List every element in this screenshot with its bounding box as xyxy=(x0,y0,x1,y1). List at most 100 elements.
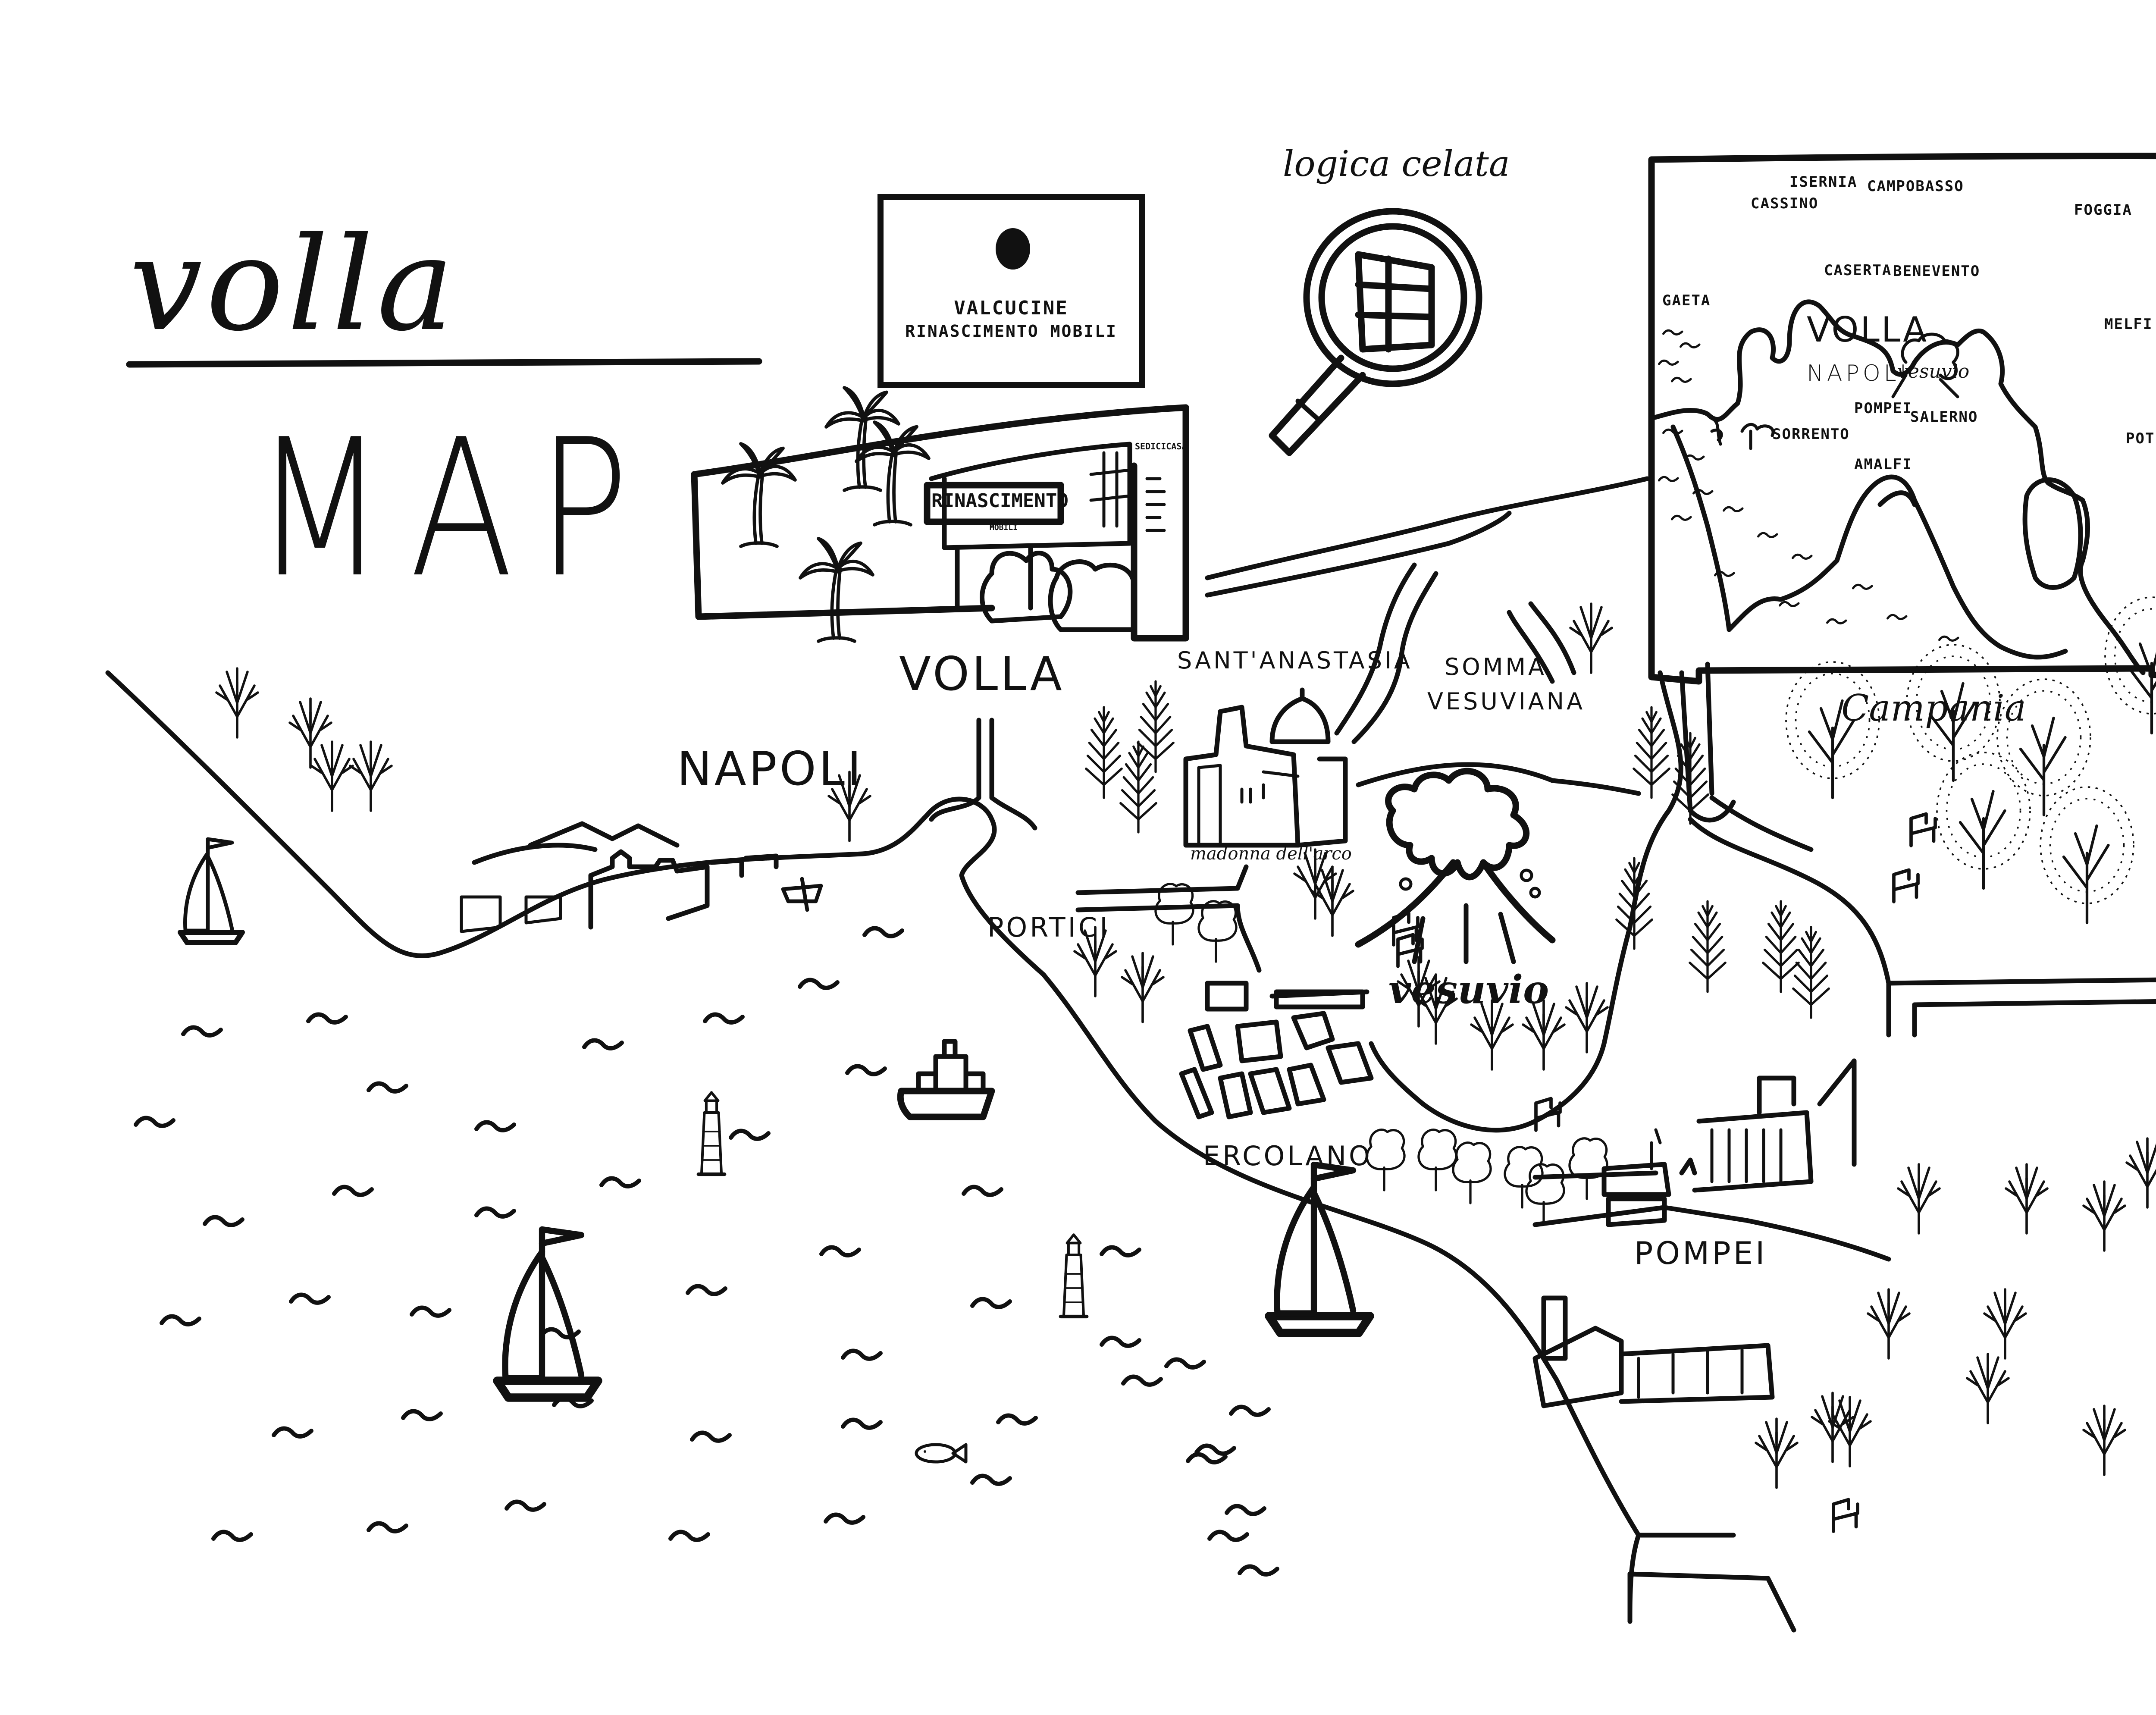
label-campania: Campania xyxy=(1841,687,2026,729)
bench-icon xyxy=(1894,870,1918,902)
sea-wave-icon xyxy=(688,1286,725,1294)
sea-wave-icon xyxy=(1102,1248,1139,1255)
label-madonna-arco: madonna dell'arco xyxy=(1190,844,1352,864)
label-volla: VOLLA xyxy=(899,647,1065,701)
pompei-ruins-illustration xyxy=(1601,1058,1857,1227)
sea-wave-icon xyxy=(205,1217,242,1225)
sea-wave-icon xyxy=(584,1041,622,1048)
sea-wave-icon xyxy=(369,1524,406,1531)
sea-wave-icon xyxy=(507,1502,544,1510)
sailboat-icon xyxy=(497,1229,598,1398)
sea-wave-icon xyxy=(1197,1446,1234,1454)
vesuvio-volcano-illustration xyxy=(1355,768,1556,964)
sea-wave-icon xyxy=(826,1515,863,1523)
inset-label-salerno: SALERNO xyxy=(1910,408,1978,426)
sea-wave-icon xyxy=(602,1179,639,1186)
napoli-hills xyxy=(472,821,680,865)
bare-tree-icon xyxy=(1868,1289,1909,1358)
sea-wave-icon xyxy=(274,1429,311,1436)
sailboat-icon xyxy=(1269,1165,1370,1333)
sea-wave-icon xyxy=(865,928,902,936)
conifer-tree-icon xyxy=(1690,901,1726,992)
title-map: MAP xyxy=(254,398,653,619)
road-network xyxy=(929,476,2156,1262)
bare-tree-icon xyxy=(350,742,392,811)
bench-icon xyxy=(1536,1099,1560,1131)
madonna-arco-church-illustration xyxy=(1183,687,1348,848)
bare-tree-icon xyxy=(311,742,353,811)
bare-tree-icon xyxy=(1570,604,1612,673)
sea-wave-icon xyxy=(476,1209,514,1216)
inset-label-volla: VOLLA xyxy=(1807,310,1928,350)
sea-wave-icon xyxy=(705,1015,743,1022)
conifer-tree-icon xyxy=(1617,858,1652,949)
bare-tree-icon xyxy=(2127,1138,2156,1207)
label-santanastasia: SANT'ANASTASIA xyxy=(1177,647,1413,674)
title-script: volla xyxy=(129,209,458,360)
ercolano-ruins-illustration xyxy=(1179,981,1374,1119)
coast-inlet-edge xyxy=(1627,1571,1796,1633)
sea-wave-icon xyxy=(998,1416,1036,1423)
inset-label-napoli: NAPOLI xyxy=(1807,361,1910,386)
sea-wave-icon xyxy=(1123,1377,1161,1385)
inset-label-melfi: MELFI xyxy=(2104,316,2153,333)
pompei-town-illustration xyxy=(1532,1295,1775,1408)
sea-wave-icon xyxy=(972,1299,1010,1307)
sea-wave-icon xyxy=(291,1295,329,1303)
bare-tree-icon xyxy=(1898,1164,1940,1233)
inset-volcano-icon xyxy=(1891,332,1959,398)
sea-wave-icon xyxy=(800,980,837,988)
sea-wave-icon xyxy=(136,1118,173,1126)
sign-line-1: VALCUCINE xyxy=(954,297,1069,319)
leafy-tree-icon xyxy=(1937,752,2030,888)
sea-wave-icon xyxy=(476,1122,514,1130)
inset-label-amalfi: AMALFI xyxy=(1854,456,1912,473)
conifer-tree-icon xyxy=(1763,901,1799,992)
inset-label-cassino: CASSINO xyxy=(1751,195,1819,212)
bench-icon xyxy=(1833,1500,1858,1532)
bare-tree-icon xyxy=(1984,1289,2026,1358)
round-tree-icon xyxy=(1156,884,1193,944)
coastline xyxy=(105,670,1641,1624)
inset-label-caserta: CASERTA xyxy=(1824,262,1892,279)
round-tree-icon xyxy=(1367,1130,1404,1190)
sea-wave-icon xyxy=(403,1411,441,1419)
fish-icon xyxy=(916,1445,966,1462)
bare-tree-icon xyxy=(1566,983,1608,1052)
leafy-tree-icon xyxy=(2040,787,2134,923)
sea-wave-icon xyxy=(1102,1338,1139,1346)
sea-wave-icon xyxy=(843,1351,881,1359)
bench-icon xyxy=(1911,814,1935,846)
lighthouse-icon xyxy=(699,1092,725,1174)
conifer-tree-icon xyxy=(1086,707,1122,798)
round-tree-icon xyxy=(1453,1143,1491,1203)
sea-wave-icon xyxy=(213,1532,251,1540)
ship-icon xyxy=(900,1041,992,1117)
inset-label-foggia: FOGGIA xyxy=(2074,201,2132,219)
title-divider xyxy=(126,358,762,368)
label-vesuviana: VESUVIANA xyxy=(1427,688,1586,715)
bare-tree-icon xyxy=(1122,953,1163,1022)
sea-wave-icon xyxy=(1231,1407,1269,1415)
sailboat-icon xyxy=(180,839,242,943)
sea-wave-icon xyxy=(1240,1567,1277,1574)
magnifier-caption: logica celata xyxy=(1283,144,1510,185)
conifer-tree-icon xyxy=(1634,707,1670,798)
inset-label-benevento: BENEVENTO xyxy=(1893,263,1981,280)
inset-label-isernia: ISERNIA xyxy=(1789,173,1858,191)
inset-label-campobasso: CAMPOBASSO xyxy=(1867,178,1964,195)
bare-tree-icon xyxy=(2084,1406,2125,1475)
label-somma: SOMMA xyxy=(1445,653,1547,680)
label-portici: PORTICI xyxy=(987,912,1110,943)
sea-wave-icon xyxy=(1210,1532,1247,1540)
inset-map-frame xyxy=(1648,153,2156,685)
sea-wave-icon xyxy=(843,1420,881,1428)
valcucine-logo-icon xyxy=(996,228,1030,270)
sea-wave-icon xyxy=(369,1084,406,1091)
inset-label-gaeta: GAETA xyxy=(1662,292,1711,309)
bare-tree-icon xyxy=(216,668,258,737)
sea-wave-icon xyxy=(183,1028,221,1035)
sea-wave-icon xyxy=(1166,1360,1204,1367)
round-tree-icon xyxy=(1526,1164,1564,1225)
